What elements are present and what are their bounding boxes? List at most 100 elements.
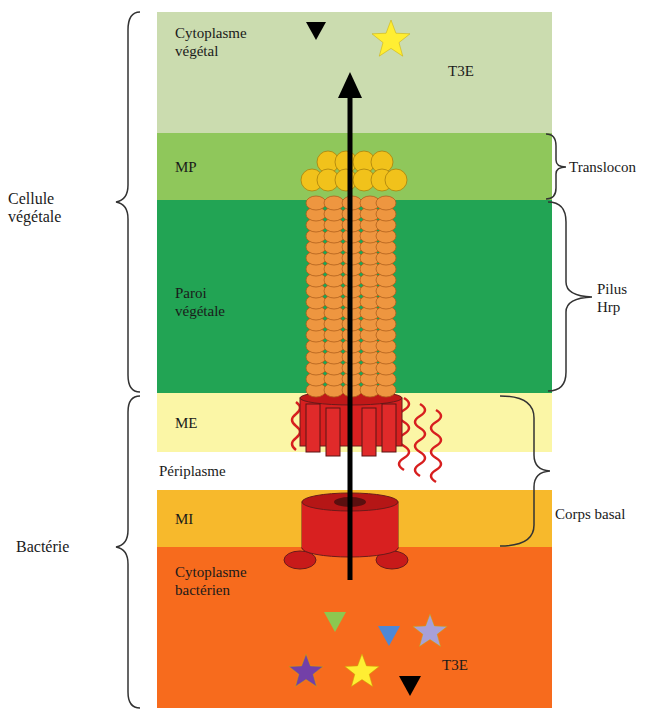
pilin-subunit	[376, 284, 396, 298]
pilin-subunit	[342, 306, 362, 320]
plant-cytoplasm-band: Cytoplasme végétal	[157, 12, 552, 133]
hrp-pilus	[306, 196, 396, 397]
pilin-subunit	[306, 295, 326, 309]
pilin-subunit	[306, 273, 326, 287]
inner-membrane-band: MI	[157, 490, 552, 547]
pilin-subunit	[306, 306, 326, 320]
label-holder: T3E	[448, 62, 508, 80]
pilin-subunit	[342, 383, 362, 397]
pilin-subunit	[342, 262, 362, 276]
part-label: Translocon	[569, 158, 643, 176]
pilin-subunit	[324, 284, 344, 298]
translocon-subunit	[317, 151, 339, 173]
pilin-subunit	[376, 328, 396, 342]
pilin-subunit	[324, 350, 344, 364]
pilin-subunit	[306, 229, 326, 243]
effector-star	[345, 654, 379, 687]
label-holder: Pilus Hrp	[597, 280, 643, 316]
pilin-subunit	[342, 251, 362, 265]
pilin-subunit	[324, 229, 344, 243]
pilin-subunit	[360, 361, 380, 375]
pilin-subunit	[342, 240, 362, 254]
pilin-subunit	[376, 196, 396, 210]
squiggle	[292, 402, 300, 450]
pilin-subunit	[376, 207, 396, 221]
band-label: MP	[175, 158, 275, 176]
effector-stars	[289, 20, 447, 687]
pilin-subunit	[360, 339, 380, 353]
pilin-subunit	[306, 317, 326, 331]
pilin-subunit	[376, 295, 396, 309]
translocon-subunit	[301, 169, 323, 191]
pilin-subunit	[342, 273, 362, 287]
pilin-subunit	[376, 361, 396, 375]
pilin-subunit	[306, 328, 326, 342]
pilin-subunit	[376, 372, 396, 386]
pilin-subunit	[306, 383, 326, 397]
effector-label: T3E	[448, 62, 508, 80]
part-label: Corps basal	[555, 505, 643, 523]
pilin-subunit	[376, 317, 396, 331]
squiggle	[431, 410, 441, 482]
pilin-subunit	[306, 196, 326, 210]
bracket	[116, 12, 140, 392]
translocon-subunit	[353, 151, 375, 173]
pilin-subunit	[360, 262, 380, 276]
pilin-subunit	[342, 339, 362, 353]
pilin-subunit	[324, 383, 344, 397]
band-label: Périplasme	[159, 462, 279, 480]
pilin-subunit	[376, 240, 396, 254]
pilin-subunit	[306, 339, 326, 353]
label-holder: Corps basal	[555, 505, 643, 523]
pilin-subunit	[360, 383, 380, 397]
basal-ring-outer	[300, 391, 402, 456]
pilin-subunit	[306, 262, 326, 276]
band-label: ME	[175, 414, 275, 432]
pilin-subunit	[306, 207, 326, 221]
pilin-subunit	[324, 372, 344, 386]
basal-ring-inner	[284, 493, 408, 569]
pilin-subunit	[376, 339, 396, 353]
part-label: Pilus Hrp	[597, 280, 643, 316]
pilin-subunit	[376, 306, 396, 320]
pilin-subunit	[360, 196, 380, 210]
pilin-subunit	[376, 383, 396, 397]
band-label: Cytoplasme bactérien	[175, 563, 275, 599]
label-holder: Bactérie	[16, 538, 116, 556]
translocon	[301, 151, 407, 191]
pilin-subunit	[306, 372, 326, 386]
pilin-subunit	[342, 372, 362, 386]
pilin-subunit	[342, 361, 362, 375]
pilin-subunit	[360, 251, 380, 265]
translocon-subunit	[371, 151, 393, 173]
pilin-subunit	[342, 295, 362, 309]
pilin-subunit	[342, 196, 362, 210]
pilin-subunit	[342, 229, 362, 243]
effector-triangle	[399, 676, 421, 696]
pilin-subunit	[342, 207, 362, 221]
outer-membrane-band: ME	[157, 393, 552, 452]
pilin-subunit	[376, 273, 396, 287]
pilin-subunit	[360, 240, 380, 254]
brace	[500, 396, 550, 546]
brace	[548, 202, 592, 391]
band-label: MI	[175, 510, 275, 528]
pilin-subunit	[324, 328, 344, 342]
squiggle	[399, 398, 409, 470]
translocon-subunit	[335, 169, 357, 191]
periplasm-band: Périplasme	[157, 452, 552, 490]
translocon-subunit	[371, 169, 393, 191]
plasma-membrane-band: MP	[157, 133, 552, 200]
pilin-subunit	[324, 240, 344, 254]
pilin-subunit	[342, 218, 362, 232]
pilin-subunit	[342, 350, 362, 364]
pilin-subunit	[324, 317, 344, 331]
pilin-subunit	[360, 372, 380, 386]
pilin-subunit	[324, 306, 344, 320]
pilin-subunit	[342, 328, 362, 342]
translocon-subunit	[317, 169, 339, 191]
pilin-subunit	[306, 251, 326, 265]
pilin-subunit	[342, 284, 362, 298]
pilin-subunit	[324, 251, 344, 265]
bacterial-cytoplasm-band: Cytoplasme bactérien	[157, 547, 552, 708]
